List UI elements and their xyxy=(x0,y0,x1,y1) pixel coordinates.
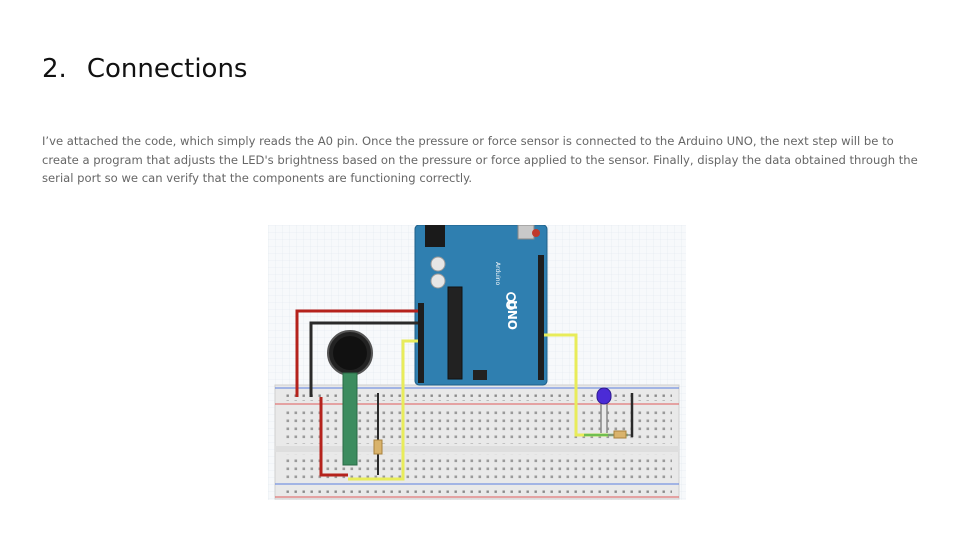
black-wire xyxy=(309,321,418,397)
arduino-uno-board: UNO Arduino xyxy=(414,225,548,386)
heading-title: Connections xyxy=(86,54,248,84)
circuit-diagram-image: UNO Arduino xyxy=(268,225,686,500)
body-paragraph: I’ve attached the code, which simply rea… xyxy=(42,134,918,185)
board-brand: Arduino xyxy=(494,262,501,286)
force-sensor xyxy=(327,330,373,466)
slide-heading: 2. Connections xyxy=(42,54,247,84)
resistor-led xyxy=(608,430,633,439)
breadboard xyxy=(274,384,680,500)
red-wire xyxy=(295,309,418,397)
yellow-wire-a0 xyxy=(348,339,418,481)
arduino-logo-icon xyxy=(506,292,516,310)
heading-number: 2. xyxy=(42,54,67,84)
resistor-sensor xyxy=(373,393,383,475)
red-wire-sensor xyxy=(319,397,348,477)
led-icon xyxy=(596,387,612,433)
